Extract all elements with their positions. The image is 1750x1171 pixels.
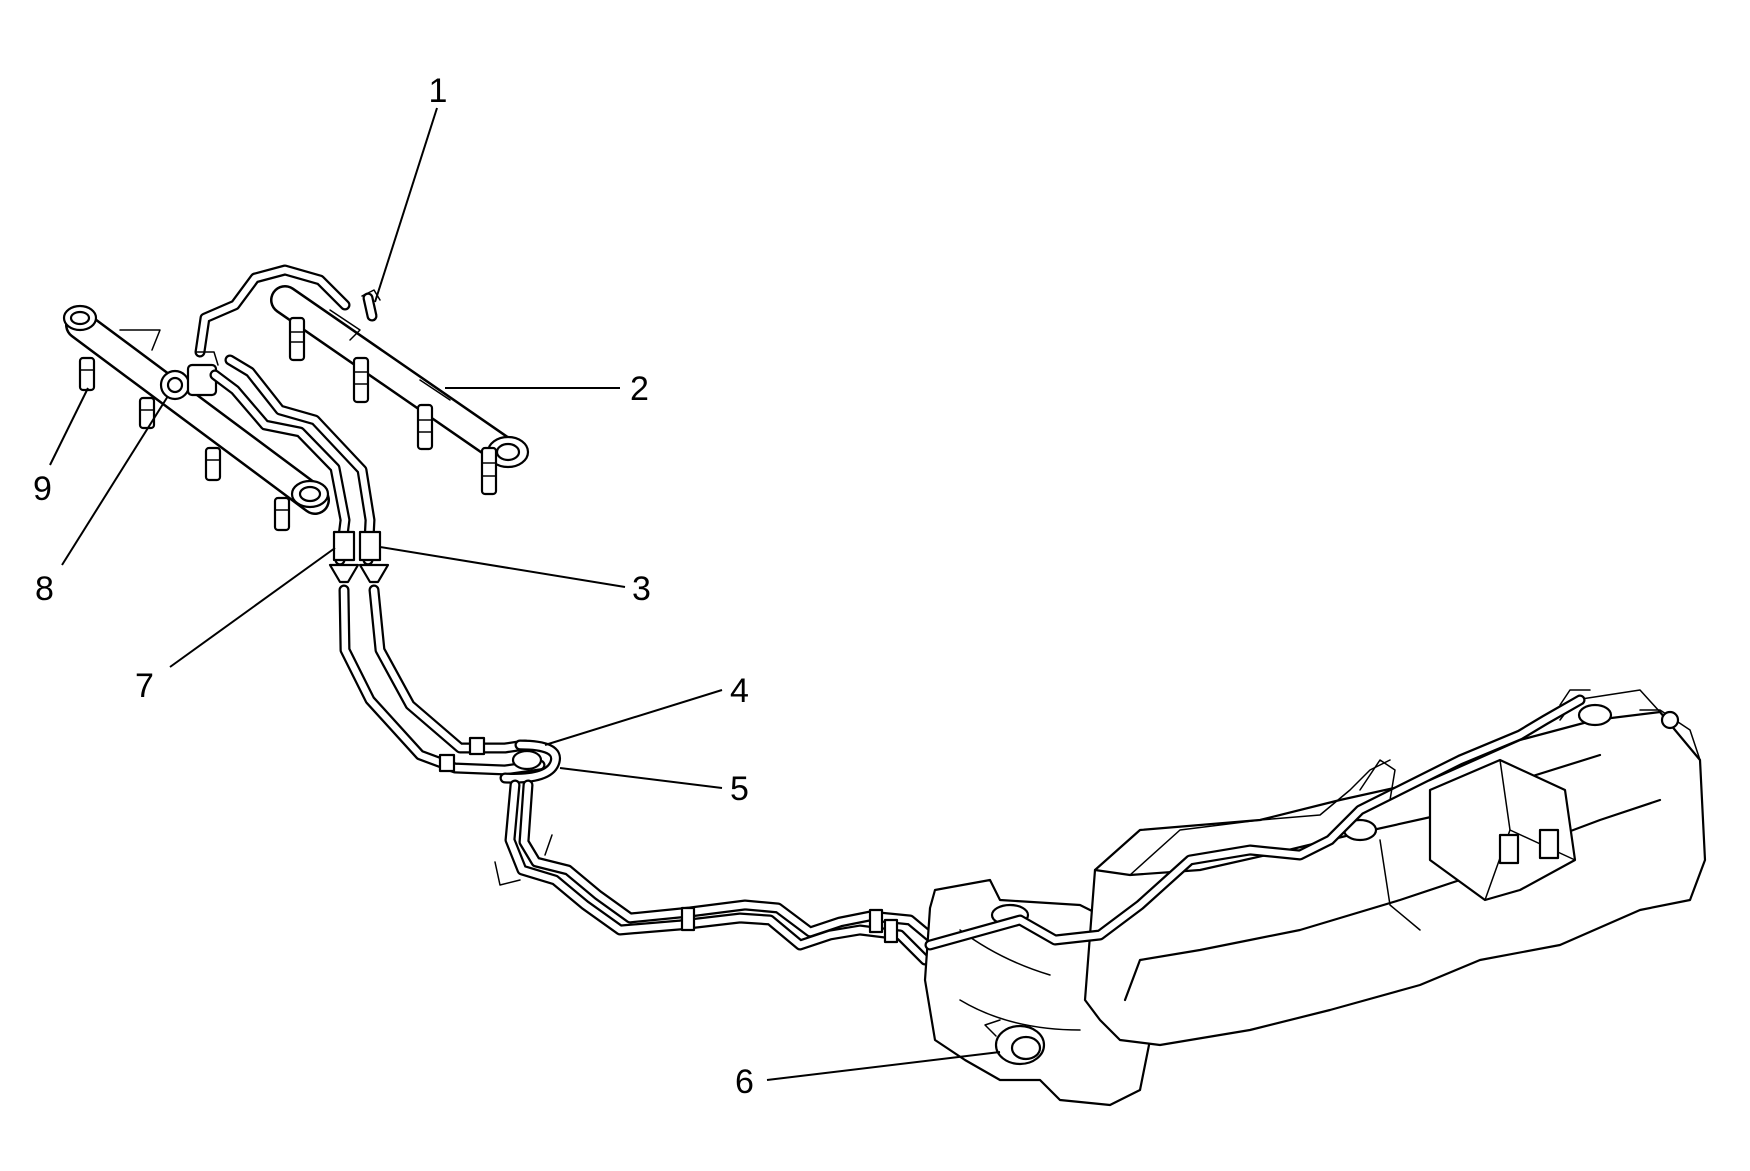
callout-9: 9 — [33, 470, 52, 508]
leader-6 — [766, 1051, 1001, 1081]
callout-8: 8 — [35, 570, 54, 608]
injector — [204, 446, 222, 482]
fuel-lines-to-tank — [494, 779, 946, 966]
callout-1: 1 — [429, 72, 448, 110]
fuel-rail-right — [270, 285, 530, 469]
fuel-rail-crossover-pipe — [194, 264, 381, 358]
leader-7 — [169, 547, 336, 668]
fuel-line-loop-bracket — [499, 739, 561, 784]
leader-9 — [49, 387, 89, 466]
injector — [288, 316, 306, 362]
tank-vapor-lines — [924, 689, 1591, 951]
fuel-injectors — [78, 316, 498, 532]
fuel-rail-left — [62, 304, 330, 515]
callout-4: 4 — [730, 672, 749, 710]
leader-5 — [559, 767, 723, 789]
injector — [480, 446, 498, 496]
injector — [352, 356, 370, 404]
callout-5: 5 — [730, 770, 749, 808]
callout-labels: 1 2 3 4 5 6 7 8 9 — [33, 72, 754, 1101]
leader-3 — [379, 546, 626, 588]
fuel-fill-pipe — [984, 1019, 1046, 1066]
injector — [416, 403, 434, 451]
callout-3: 3 — [632, 570, 651, 608]
leader-lines — [49, 107, 1001, 1081]
leader-1 — [374, 107, 438, 303]
injector — [78, 356, 96, 392]
callout-7: 7 — [135, 667, 154, 705]
leader-4 — [544, 689, 723, 746]
fuel-pressure-regulator — [159, 351, 219, 401]
callout-2: 2 — [630, 370, 649, 408]
leader-8 — [61, 395, 169, 566]
injector — [273, 496, 291, 532]
callout-6: 6 — [735, 1063, 754, 1101]
fuel-feed-and-return-lines — [209, 354, 546, 776]
